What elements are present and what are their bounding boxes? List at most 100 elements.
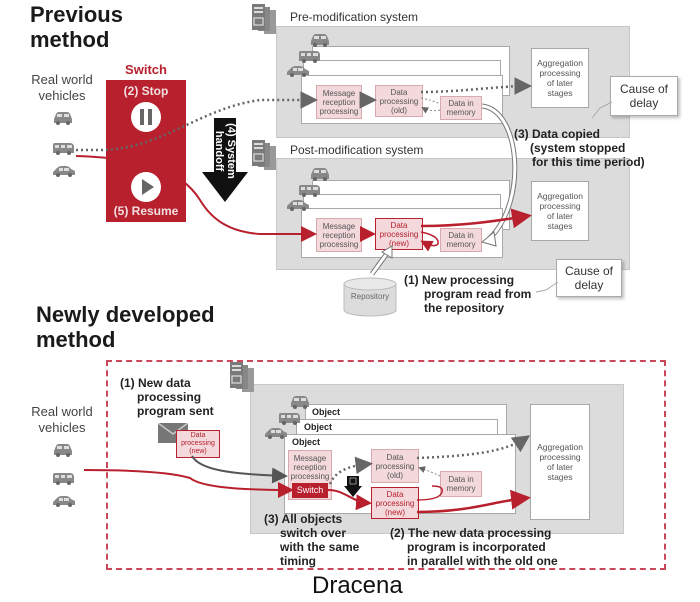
product-name: Dracena — [312, 572, 403, 599]
text-line: (system stopped — [530, 141, 626, 155]
text-line: the repository — [424, 301, 505, 315]
text-line: Message — [322, 88, 356, 98]
text-line: processing — [539, 68, 581, 78]
text-line: (1) New data — [120, 376, 191, 390]
car-icon — [54, 112, 72, 125]
switch-button[interactable]: Switch — [292, 483, 328, 498]
label-line: vehicles — [38, 420, 86, 435]
real-world-vehicles-label: Real world vehicles — [26, 72, 98, 104]
text-line: of later — [547, 462, 573, 472]
previous-method-heading: Previous method — [30, 2, 123, 52]
post-aggregation-box: Aggregation processing of later stages — [531, 181, 589, 241]
pre-aggregation-box: Aggregation processing of later stages — [531, 48, 589, 108]
text-line: (old) — [386, 470, 403, 480]
text-line: delay — [574, 278, 604, 292]
text-line: (new) — [384, 507, 405, 517]
data-processing-new-box: Data processing (new) — [371, 487, 419, 519]
text-line: (3) All objects — [264, 512, 343, 526]
pause-icon — [148, 109, 152, 125]
annotation-data-copied: (3) Data copied (system stopped for this… — [514, 127, 645, 169]
pause-button[interactable] — [131, 102, 161, 132]
label-line: handoff — [213, 130, 226, 172]
text-line: processing — [539, 452, 581, 462]
text-line: Message — [293, 453, 327, 463]
text-line: of later — [547, 211, 573, 221]
van-icon — [53, 473, 74, 485]
annotation-incorporated-parallel: (2) The new data processing program is i… — [390, 526, 558, 568]
cause-of-delay-callout: Cause of delay — [556, 259, 622, 297]
label-line: Real world — [31, 404, 93, 419]
heading-line: Previous — [30, 2, 123, 27]
switch-panel: (2) Stop (5) Resume — [106, 80, 186, 222]
text-line: Message — [322, 221, 356, 231]
text-line: program sent — [137, 404, 214, 418]
text-line: memory — [446, 240, 476, 249]
pre-system-title: Pre-modification system — [290, 10, 419, 24]
heading-line: Newly developed — [36, 302, 215, 327]
text-line: switch over — [280, 526, 347, 540]
text-line: of later — [547, 78, 573, 88]
play-button[interactable] — [131, 172, 161, 202]
envelope-data-card: Data processing (new) — [176, 430, 220, 458]
text-line: processing — [181, 440, 215, 447]
text-line: memory — [446, 108, 476, 117]
text-line: processing — [539, 201, 581, 211]
server-icon — [251, 139, 277, 171]
text-line: for this time period) — [532, 155, 645, 169]
text-line: processing — [375, 461, 415, 471]
annotation-new-program-read: (1) New processing program read from the… — [404, 273, 531, 315]
text-line: Aggregation — [537, 58, 583, 68]
text-line: processing — [379, 96, 419, 106]
text-line: Data in — [448, 99, 474, 108]
text-line: processing — [137, 390, 202, 404]
text-line: with the same — [280, 540, 360, 554]
text-line: Data — [390, 220, 408, 230]
server-icon — [251, 3, 277, 35]
text-line: processing — [375, 498, 415, 508]
play-icon — [142, 179, 154, 195]
text-line: Cause of — [564, 264, 614, 278]
aggregation-box: Aggregation processing of later stages — [530, 404, 590, 520]
text-line: program is incorporated — [407, 540, 546, 554]
repository-label: Repository — [350, 292, 390, 301]
pre-data-processing-old: Data processing (old) — [375, 85, 423, 117]
label-line: (4) System — [225, 123, 238, 179]
resume-label: (5) Resume — [113, 204, 179, 218]
van-icon — [53, 143, 74, 155]
text-line: delay — [629, 96, 659, 110]
annotation-all-objects-switch: (3) All objects switch over with the sam… — [264, 512, 359, 568]
text-line: processing — [319, 106, 359, 116]
text-line: (old) — [390, 105, 407, 115]
switch-down-arrow-icon — [344, 476, 362, 497]
text-line: reception — [293, 462, 327, 472]
post-message-reception: Message reception processing — [316, 218, 362, 252]
heading-line: method — [36, 327, 116, 352]
stop-label: (2) Stop — [123, 84, 169, 98]
label-line: Real world — [31, 72, 93, 87]
dracena-boundary — [106, 360, 666, 570]
object-label: Object — [312, 407, 341, 417]
switch-title: Switch — [125, 62, 167, 77]
text-line: (1) New processing — [404, 273, 515, 287]
text-line: (2) The new data processing — [390, 526, 552, 540]
pre-data-in-memory: Data in memory — [440, 96, 482, 120]
pre-message-reception: Message reception processing — [316, 85, 362, 119]
text-line: stages — [547, 472, 573, 482]
sedan-icon — [53, 496, 75, 507]
text-line: in parallel with the old one — [407, 554, 558, 568]
post-system-title: Post-modification system — [290, 143, 424, 157]
data-processing-old-box: Data processing (old) — [371, 449, 419, 483]
repository-cylinder — [343, 277, 397, 317]
data-in-memory-box: Data in memory — [440, 471, 482, 497]
newly-method-heading: Newly developed method — [36, 302, 215, 352]
annotation-new-program-sent: (1) New data processing program sent — [120, 376, 214, 418]
system-handoff-label: (4) System handoff — [210, 122, 240, 180]
text-line: Data — [190, 432, 206, 439]
post-data-in-memory: Data in memory — [440, 228, 482, 252]
text-line: Aggregation — [537, 442, 583, 452]
object-label: Object — [304, 422, 333, 432]
text-line: Data — [386, 489, 404, 499]
sedan-icon — [53, 166, 75, 177]
text-line: processing — [290, 471, 330, 481]
label-line: vehicles — [38, 88, 86, 103]
